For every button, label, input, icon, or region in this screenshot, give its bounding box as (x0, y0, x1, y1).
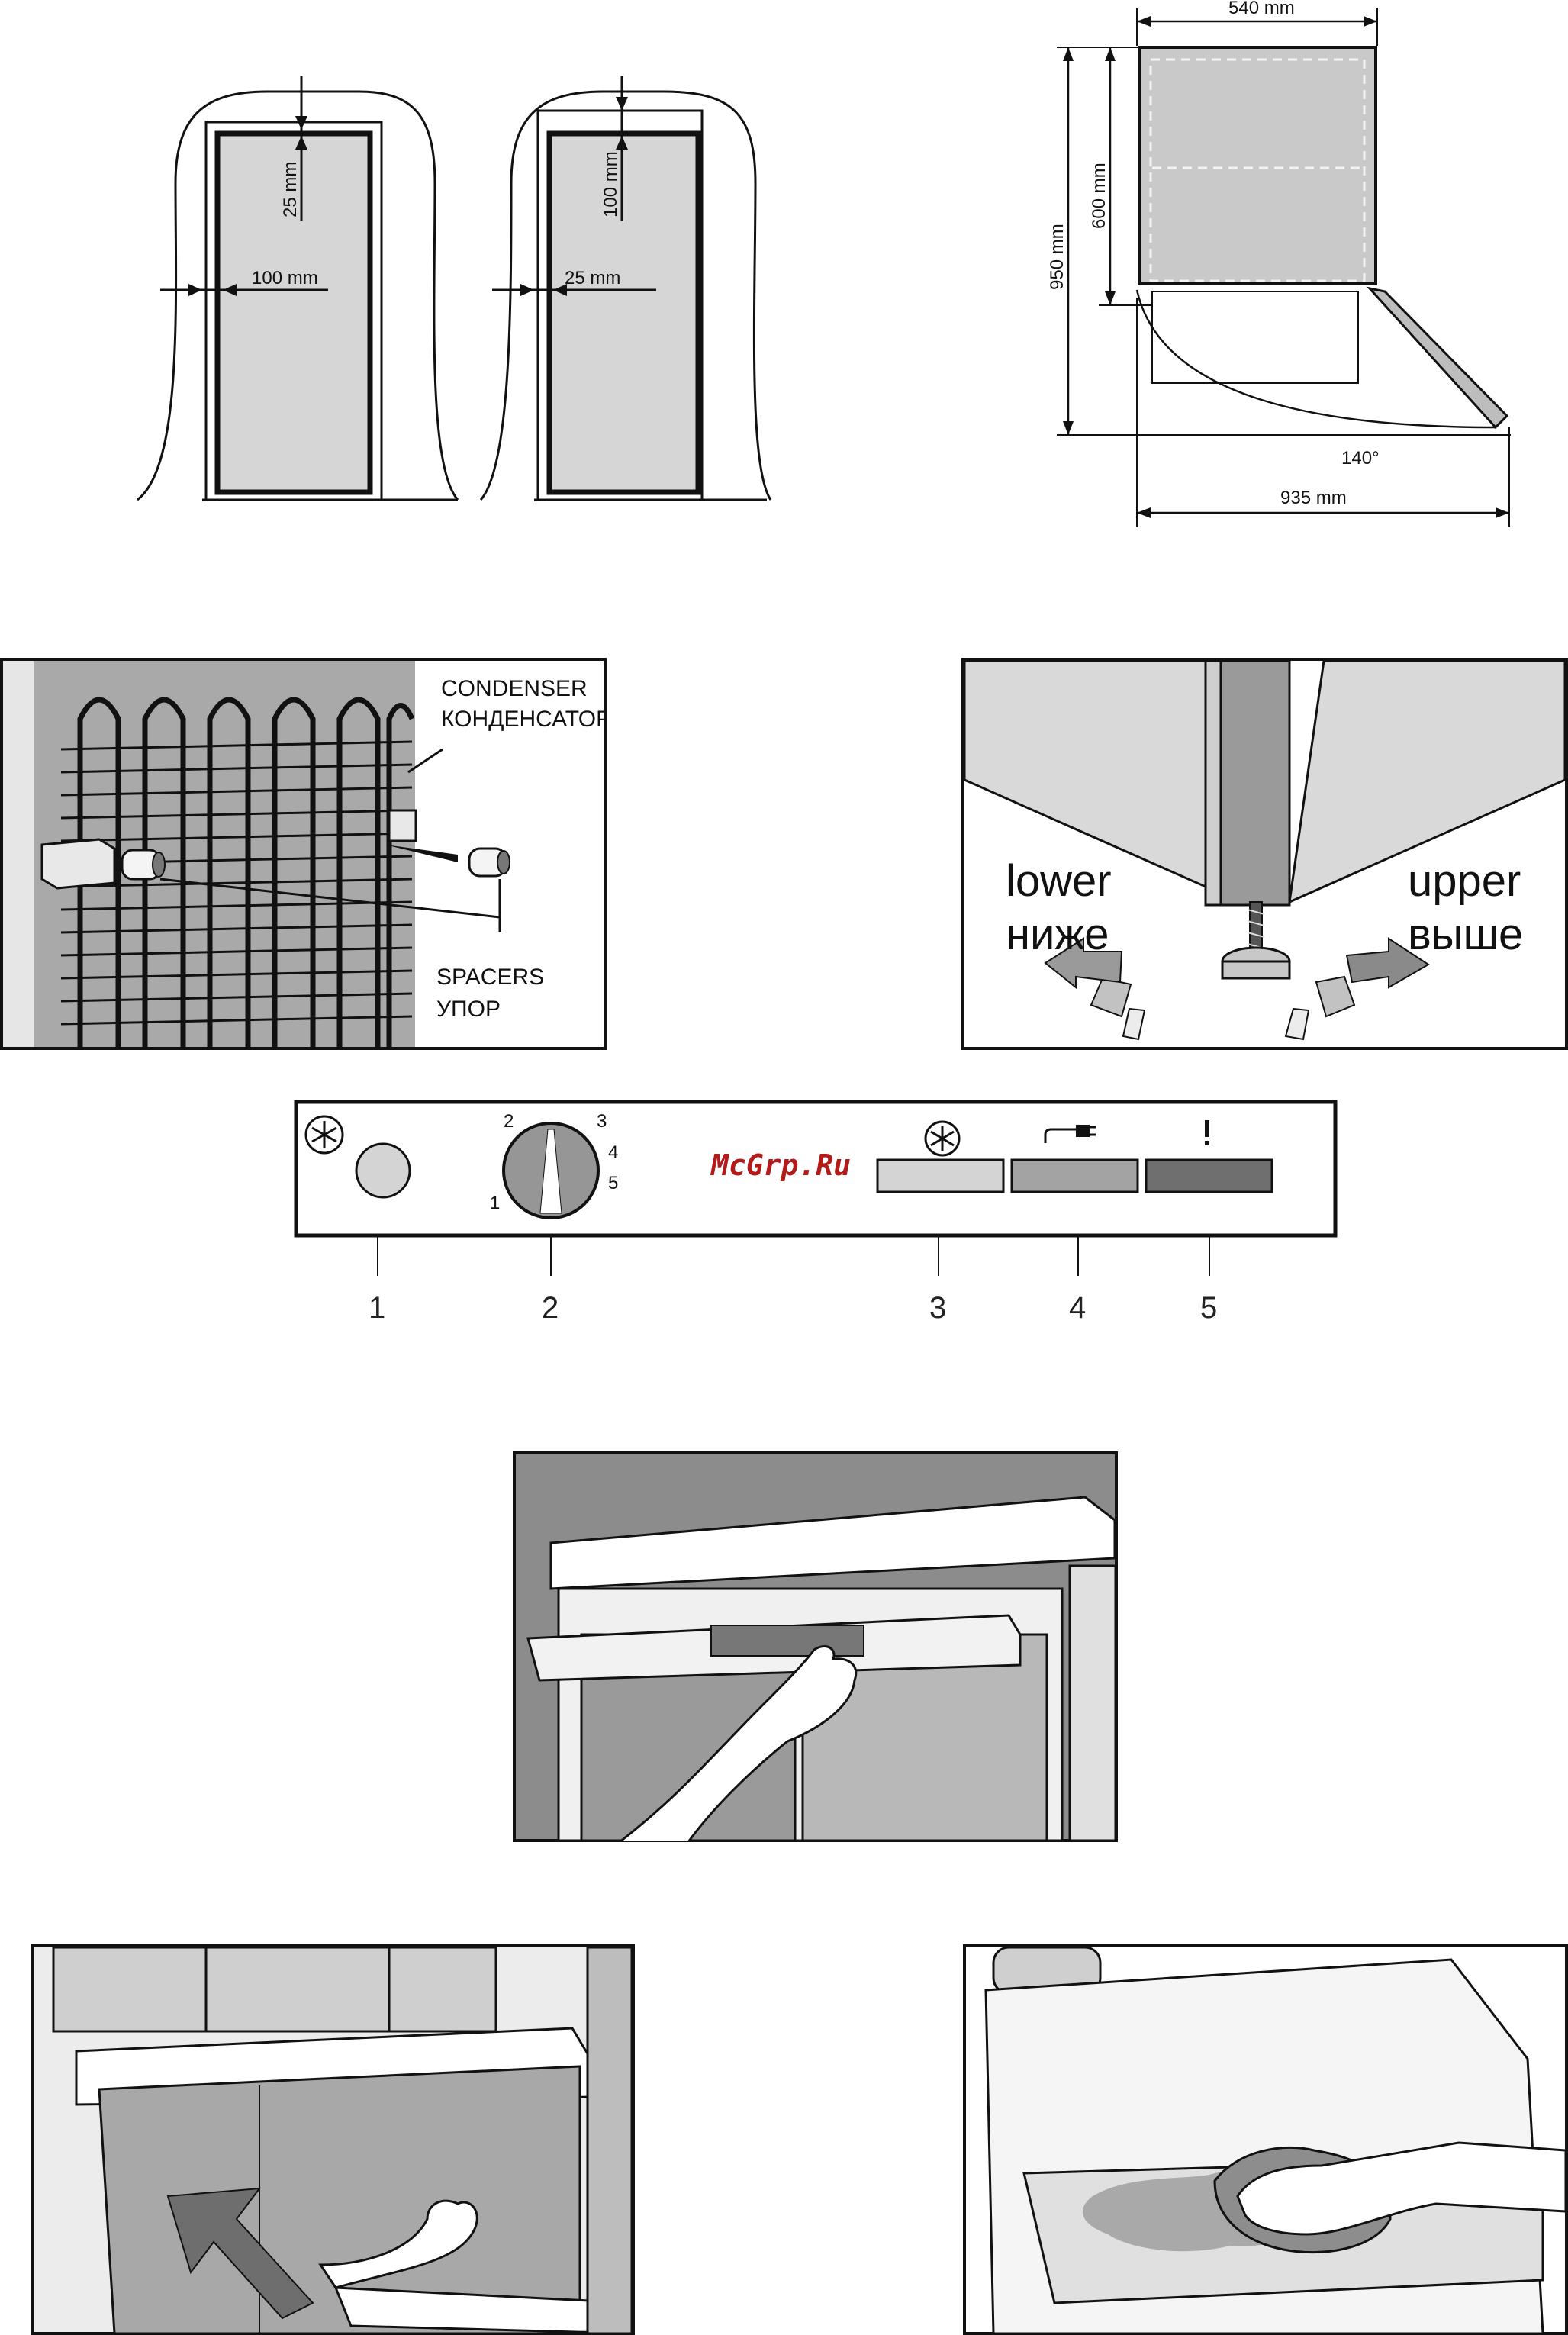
alarm-exclamation-icon (1205, 1120, 1209, 1145)
callout-3: 3 (929, 1291, 946, 1325)
callout-4: 4 (1069, 1291, 1086, 1325)
condenser-label-ru: КОНДЕНСАТОР (441, 707, 607, 732)
callout-5: 5 (1200, 1291, 1217, 1325)
niche-left: 25 mm 100 mm (137, 76, 458, 500)
freeze-indicator-lamp (877, 1160, 1003, 1192)
condenser-label-en: CONDENSER (441, 676, 588, 701)
right-side-gap-label: 25 mm (565, 268, 620, 288)
depth-label: 600 mm (1089, 163, 1109, 229)
left-side-gap-label: 100 mm (252, 268, 318, 288)
superfreeze-button[interactable] (356, 1144, 410, 1197)
dimensions-diagram: 540 mm 140° 600 mm 950 mm 935 mm (1038, 0, 1557, 534)
callout-2: 2 (542, 1291, 559, 1325)
clearance-diagram: 25 mm 100 mm 100 mm 25 mm (130, 69, 816, 511)
drawer-opening-illustration (31, 1944, 635, 2335)
dial-mark-5: 5 (608, 1173, 618, 1193)
spacers-label-ru: УПОР (436, 997, 501, 1022)
dial-mark-3: 3 (597, 1111, 607, 1132)
control-panel-diagram: 1 2 3 4 5 McGrp.Ru 1 2 3 4 5 (290, 1093, 1343, 1337)
shelf-removal-illustration (513, 1451, 1118, 1842)
dial-mark-4: 4 (608, 1142, 618, 1163)
callout-1: 1 (369, 1291, 385, 1325)
cleaning-illustration (963, 1944, 1568, 2335)
niche-right: 100 mm 25 mm (481, 76, 771, 500)
right-top-gap-label: 100 mm (600, 151, 621, 217)
dial-mark-1: 1 (490, 1193, 500, 1213)
upper-label-en: upper (1408, 856, 1521, 906)
open-depth-label: 935 mm (1280, 488, 1347, 508)
temperature-dial[interactable] (504, 1123, 598, 1218)
left-top-gap-label: 25 mm (280, 162, 301, 217)
lower-label-en: lower (1006, 856, 1112, 906)
leveling-diagram: lower ниже upper выше (961, 658, 1568, 1050)
angle-label: 140° (1341, 448, 1380, 469)
power-indicator-lamp (1012, 1160, 1138, 1192)
lower-label-ru: ниже (1006, 910, 1109, 959)
alarm-indicator-lamp (1146, 1160, 1272, 1192)
upper-label-ru: выше (1408, 910, 1523, 959)
width-label: 540 mm (1228, 0, 1295, 18)
dial-mark-2: 2 (504, 1111, 514, 1132)
watermark-text: McGrp.Ru (710, 1148, 851, 1182)
height-label: 950 mm (1047, 224, 1067, 290)
condenser-diagram: CONDENSER КОНДЕНСАТОР SPACERS УПОР (0, 658, 607, 1050)
spacers-label-en: SPACERS (436, 965, 544, 990)
